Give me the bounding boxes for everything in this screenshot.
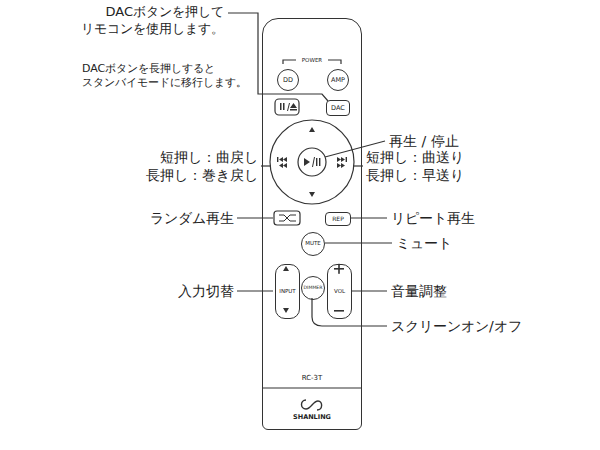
callout-label: ランダム再生: [134, 209, 234, 227]
dimmer-button: DIMMER: [301, 276, 325, 300]
remote-body: POWER RC-3T SHANLING DD AMP DAC REP MUTE INPUT DI…: [262, 18, 362, 430]
leader-line: [352, 290, 387, 291]
button-label: INPUT: [279, 289, 295, 295]
button-label: VOL: [334, 289, 345, 295]
button-label: REP: [332, 216, 344, 222]
power-label: POWER: [263, 58, 361, 64]
plus-symbol: [338, 264, 340, 274]
repeat-button: REP: [325, 212, 351, 226]
callout-label: 短押し：曲送り 長押し：早送り: [366, 148, 491, 184]
pause-symbol: [319, 158, 320, 166]
minus-symbol: [334, 310, 344, 312]
next-symbol: [337, 157, 345, 162]
input-down-arrow: [283, 308, 289, 313]
forward-symbol: [337, 163, 345, 168]
next-symbol: [346, 157, 347, 162]
slash-glyph: [287, 103, 290, 111]
mute-button: MUTE: [301, 232, 325, 256]
dd-button: DD: [277, 69, 299, 91]
rewind-symbol: [279, 163, 287, 168]
callout-label: スクリーンオン/オフ: [391, 317, 522, 335]
leader-line: [312, 298, 387, 326]
button-label: MUTE: [305, 241, 321, 247]
callout-label: 入力切替: [134, 282, 234, 300]
pause-eject-button: [275, 99, 299, 115]
prev-symbol: [279, 157, 287, 162]
leader-line: [325, 242, 392, 243]
leader-line: [351, 217, 387, 218]
button-label: DAC: [331, 105, 345, 112]
dpad-ring: [270, 120, 354, 204]
down-arrow: [309, 192, 315, 197]
input-button: INPUT: [275, 264, 300, 319]
amp-button: AMP: [327, 69, 349, 91]
play-button: [298, 148, 326, 176]
logo-mark: [302, 400, 322, 410]
remote-separator: [262, 387, 362, 388]
callout-label: リピート再生: [391, 209, 475, 227]
play-symbol: [312, 157, 315, 167]
leader-line: [237, 290, 273, 291]
button-label: AMP: [331, 77, 345, 84]
leader-line: [237, 217, 273, 218]
play-symbol: [304, 158, 310, 166]
prev-symbol: [277, 157, 278, 162]
brand-name: SHANLING: [263, 414, 361, 421]
pause-glyph: [283, 103, 285, 110]
callout-label: 再生 / 停止: [389, 132, 459, 150]
input-up-arrow: [283, 266, 289, 271]
callout-label: 短押し：曲戻し 長押し：巻き戻し: [133, 148, 258, 184]
model-name: RC-3T: [263, 375, 361, 382]
shuffle-button: [274, 211, 300, 225]
callout-label: DACボタンを押して リモコンを使用します。: [56, 4, 224, 38]
callout-label: 音量調整: [391, 282, 447, 300]
callout-label: DACボタンを長押しすると スタンバイモードに移行します。: [82, 62, 257, 91]
volume-button: VOL: [327, 264, 352, 319]
shuffle-symbol: [279, 215, 296, 221]
pause-symbol: [316, 158, 317, 166]
callout-label: ミュート: [396, 234, 452, 252]
button-label: DIMMER: [304, 286, 323, 291]
up-arrow: [309, 127, 315, 132]
pause-glyph: [280, 103, 282, 110]
dac-button: DAC: [326, 100, 350, 116]
button-label: DD: [283, 77, 293, 84]
eject-glyph: [290, 103, 297, 111]
